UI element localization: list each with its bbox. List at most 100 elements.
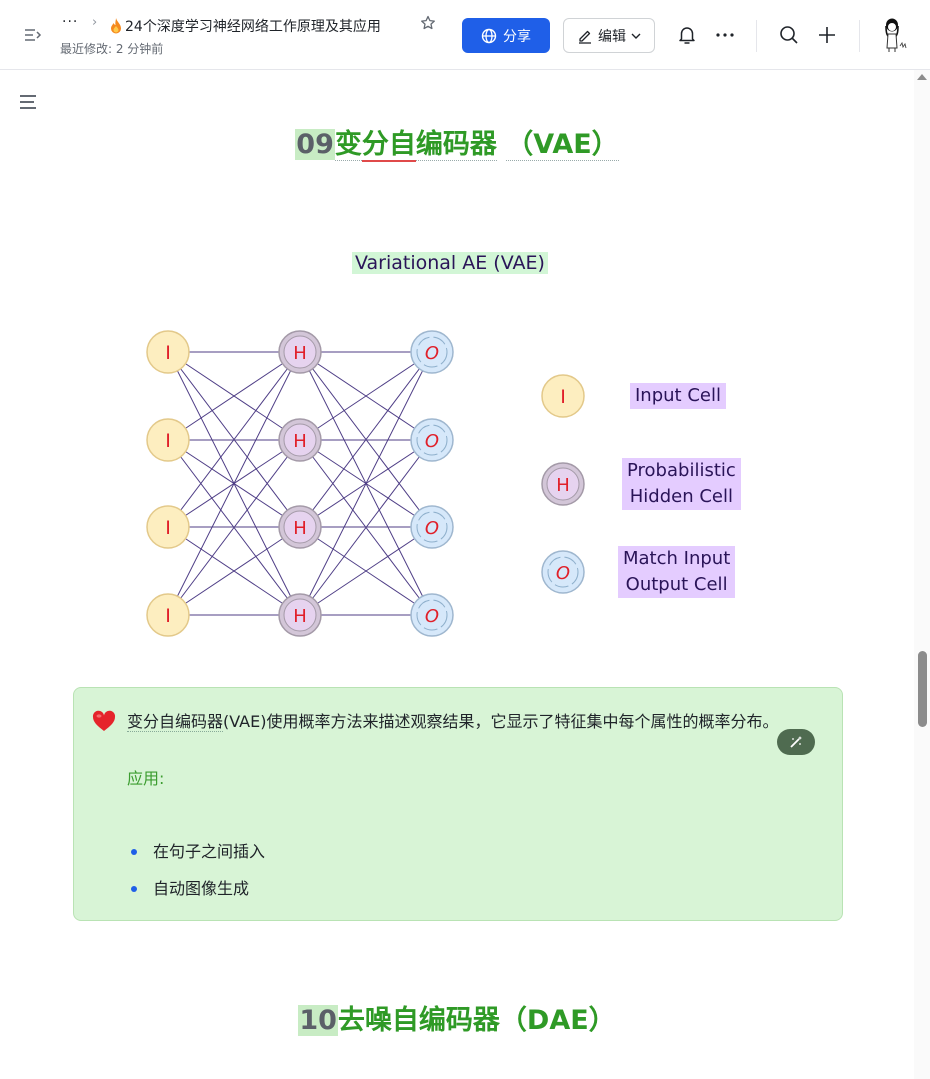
more-horizontal-icon: [716, 33, 734, 37]
output-layer: O O O O: [410, 330, 454, 637]
legend-input-symbol: I: [541, 374, 585, 418]
input-cell-node: I: [146, 505, 190, 549]
last-modified-text: 最近修改: 2 分钟前: [60, 42, 164, 56]
star-icon: [421, 15, 435, 30]
legend-label-line: Output Cell: [625, 574, 728, 595]
breadcrumb-chevron-icon: ›: [92, 15, 98, 30]
svg-text:H: H: [293, 343, 307, 364]
document-title-text: 24个深度学习神经网络工作原理及其应用: [125, 19, 381, 35]
svg-text:I: I: [165, 605, 171, 627]
callout-body: (VAE)使用概率方法来描述观察结果，它显示了特征集中每个属性的概率分布。: [223, 712, 779, 731]
breadcrumb-more-button[interactable]: ···: [62, 14, 79, 30]
outline-icon-line: [20, 101, 34, 103]
applications-label: 应用:: [127, 769, 165, 788]
svg-text:O: O: [425, 518, 439, 539]
legend-hidden-symbol: H: [541, 462, 585, 506]
output-cell-node: O: [410, 330, 454, 374]
legend-label-output: Match Input Output Cell: [618, 546, 736, 598]
magic-wand-icon: [790, 736, 802, 748]
svg-text:I: I: [165, 430, 171, 452]
notifications-button[interactable]: [674, 22, 700, 48]
svg-text:H: H: [556, 475, 570, 496]
legend-label-input: Input Cell: [630, 383, 726, 409]
section-number: 09: [295, 129, 335, 160]
search-button[interactable]: [776, 22, 802, 48]
svg-text:H: H: [293, 606, 307, 627]
heading-text-spellcheck: 分自: [361, 129, 416, 162]
chevron-down-icon: [631, 33, 641, 39]
legend-label-hidden: Probabilistic Hidden Cell: [622, 458, 741, 510]
bell-icon: [679, 27, 695, 44]
outline-toggle-button[interactable]: [20, 95, 38, 111]
hidden-cell-node: H: [278, 593, 322, 637]
svg-text:I: I: [560, 386, 566, 408]
heading-text: [497, 129, 506, 160]
user-avatar[interactable]: [878, 16, 910, 56]
hidden-layer: H H H H: [278, 330, 322, 637]
fire-icon: [111, 18, 121, 34]
svg-text:I: I: [165, 517, 171, 539]
section-heading-10: 10去噪自编码器（DAE）: [0, 998, 914, 1037]
vertical-scrollbar[interactable]: [914, 70, 930, 1079]
svg-text:H: H: [293, 431, 307, 452]
svg-text:H: H: [293, 518, 307, 539]
input-cell-node: I: [146, 593, 190, 637]
share-label: 分享: [503, 28, 531, 45]
edit-label: 编辑: [598, 28, 626, 45]
outline-icon-line: [20, 95, 36, 97]
share-button[interactable]: 分享: [462, 18, 550, 53]
vae-network-graph: I I I I H H H H O O O O I H O: [146, 330, 585, 637]
hidden-cell-node: H: [278, 505, 322, 549]
heading-text: 变: [334, 129, 362, 161]
input-layer: I I I I: [146, 330, 190, 637]
globe-icon: [481, 28, 497, 43]
heading-text: 去噪自编码器（DAE）: [337, 1005, 616, 1036]
svg-text:O: O: [425, 343, 439, 364]
section-heading-09: 09变分自编码器 （VAE）: [0, 122, 914, 162]
pencil-icon: [579, 30, 591, 44]
network-edges: [167, 351, 433, 616]
toolbar-divider: [859, 20, 860, 52]
plus-icon: [819, 27, 835, 43]
toolbar-divider: [756, 20, 757, 52]
figure-title: Variational AE (VAE): [352, 252, 548, 274]
legend-label-line: Hidden Cell: [629, 486, 734, 507]
top-bar: ··· › 24个深度学习神经网络工作原理及其应用 最近修改: 2 分钟前 分享…: [0, 0, 930, 70]
sidebar-toggle-button[interactable]: [22, 24, 44, 46]
input-cell-node: I: [146, 418, 190, 462]
edit-mode-dropdown[interactable]: 编辑: [563, 18, 655, 53]
svg-text:O: O: [425, 431, 439, 452]
legend-output-symbol: O: [541, 550, 585, 594]
hidden-cell-node: H: [278, 330, 322, 374]
heading-text: 编码器: [415, 129, 497, 161]
callout-description: 变分自编码器(VAE)使用概率方法来描述观察结果，它显示了特征集中每个属性的概率…: [127, 708, 817, 736]
legend-symbols: I H O: [541, 374, 585, 594]
search-icon: [780, 26, 798, 44]
hidden-cell-node: H: [278, 418, 322, 462]
heading-text: （VAE）: [506, 129, 619, 161]
legend-label-line: Match Input: [623, 548, 731, 569]
document-title[interactable]: 24个深度学习神经网络工作原理及其应用: [110, 16, 381, 36]
vae-diagram-image: Variational AE (VAE) I I I I H H H H: [130, 240, 780, 650]
section-number: 10: [298, 1005, 338, 1036]
outline-icon-line: [20, 107, 36, 109]
list-item: 在句子之间插入: [127, 838, 265, 875]
scrollbar-thumb[interactable]: [918, 651, 927, 727]
output-cell-node: O: [410, 505, 454, 549]
create-new-button[interactable]: [814, 22, 840, 48]
scroll-up-arrow[interactable]: [917, 74, 927, 80]
ai-assist-button[interactable]: [777, 729, 815, 755]
avatar-sketch-icon: [885, 18, 907, 52]
heart-icon: [92, 710, 116, 731]
expand-sidebar-icon: [25, 29, 42, 41]
output-cell-node: O: [410, 593, 454, 637]
callout-block: 变分自编码器(VAE)使用概率方法来描述观察结果，它显示了特征集中每个属性的概率…: [73, 687, 843, 921]
callout-term: 变分自编码器: [127, 712, 224, 732]
list-item: 自动图像生成: [127, 875, 265, 912]
svg-text:O: O: [556, 563, 570, 584]
favorite-star-button[interactable]: [420, 15, 436, 35]
legend-label-line: Probabilistic: [627, 460, 736, 481]
input-cell-node: I: [146, 330, 190, 374]
svg-text:I: I: [165, 342, 171, 364]
more-options-button[interactable]: [712, 22, 738, 48]
